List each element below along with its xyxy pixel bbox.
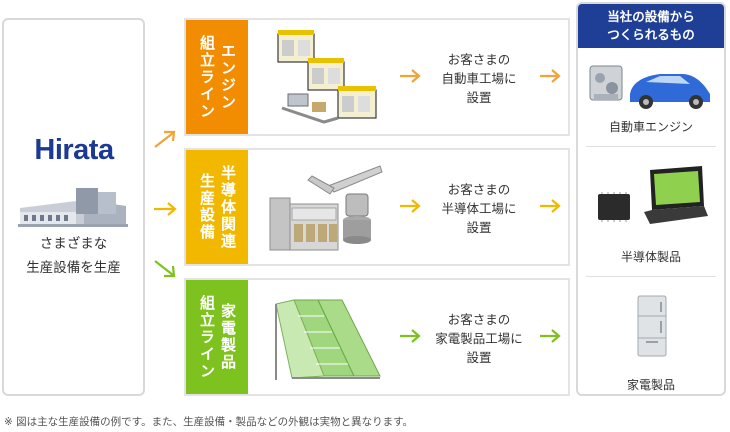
appliance-conveyor-icon bbox=[275, 299, 381, 380]
destination-line: お客さまの bbox=[447, 312, 511, 327]
destination-text: お客さまの 自動車工場に 設置 bbox=[423, 50, 535, 107]
row-appliance-line: 家電製品 組立ライン お客さまの 家電製品工場に 設置 bbox=[184, 278, 570, 396]
destination-line: 設置 bbox=[466, 220, 492, 235]
hirata-logo: Hirata bbox=[34, 134, 114, 166]
destination-text: お客さまの 半導体工場に 設置 bbox=[423, 180, 535, 237]
destination-line: 半導体工場に bbox=[441, 201, 517, 216]
tab-engine-line: エンジン 組立ライン bbox=[186, 20, 248, 134]
tab-column: 半導体関連 bbox=[219, 164, 237, 250]
product-label: 半導体製品 bbox=[620, 250, 681, 264]
arrow-right-icon bbox=[154, 202, 177, 216]
caption-line: 生産設備を生産 bbox=[26, 260, 121, 276]
arrow-right-icon bbox=[540, 199, 561, 213]
arrow-right-icon bbox=[400, 199, 421, 213]
tab-column: 生産設備 bbox=[198, 173, 216, 241]
destination-line: 家電製品工場に bbox=[435, 331, 523, 346]
products-panel: 当社の設備から つくられるもの 自動車エンジン 半導体製品 家電製品 bbox=[576, 2, 726, 396]
destination-line: お客さまの bbox=[447, 182, 511, 197]
engine-assembly-line-icon bbox=[277, 30, 377, 124]
product-label: 自動車エンジン bbox=[608, 120, 693, 134]
destination-line: お客さまの bbox=[447, 52, 511, 67]
company-caption: さまざまな 生産設備を生産 bbox=[4, 232, 143, 280]
row-engine-line: エンジン 組立ライン お客さまの 自動車工場に 設置 bbox=[184, 18, 570, 136]
header-line: 当社の設備から bbox=[607, 9, 695, 24]
tab-column: 家電製品 bbox=[219, 303, 237, 371]
car-engine-icon bbox=[589, 65, 710, 109]
tab-appliance-line: 家電製品 組立ライン bbox=[186, 280, 248, 394]
refrigerator-icon bbox=[637, 295, 667, 357]
row-semiconductor: 半導体関連 生産設備 お客さまの 半導体工場に 設置 bbox=[184, 148, 570, 266]
footnote: ※ 図は主な生産設備の例です。また、生産設備・製品などの外観は実物と異なります。 bbox=[4, 416, 414, 428]
destination-line: 設置 bbox=[466, 350, 492, 365]
divider bbox=[586, 146, 716, 147]
arrow-down-right-icon bbox=[154, 260, 176, 278]
product-label: 家電製品 bbox=[626, 378, 675, 392]
arrow-right-icon bbox=[400, 69, 421, 83]
tab-semiconductor: 半導体関連 生産設備 bbox=[186, 150, 248, 264]
destination-line: 設置 bbox=[466, 90, 492, 105]
header-line: つくられるもの bbox=[607, 27, 695, 42]
semiconductor-equipment-icon bbox=[269, 165, 383, 251]
company-panel: Hirata さまざまな 生産設備を生産 bbox=[2, 18, 145, 396]
arrow-up-right-icon bbox=[154, 130, 176, 148]
caption-line: さまざまな bbox=[39, 236, 108, 252]
divider bbox=[586, 276, 716, 277]
tab-column: エンジン bbox=[219, 43, 237, 111]
arrow-right-icon bbox=[400, 329, 421, 343]
products-header: 当社の設備から つくられるもの bbox=[578, 4, 724, 48]
destination-text: お客さまの 家電製品工場に 設置 bbox=[423, 310, 535, 367]
factory-building-icon bbox=[18, 188, 128, 227]
tab-column: 組立ライン bbox=[198, 294, 216, 380]
chip-laptop-icon bbox=[598, 166, 708, 224]
destination-line: 自動車工場に bbox=[441, 71, 517, 86]
arrow-right-icon bbox=[540, 69, 561, 83]
arrow-right-icon bbox=[540, 329, 561, 343]
tab-column: 組立ライン bbox=[198, 34, 216, 120]
